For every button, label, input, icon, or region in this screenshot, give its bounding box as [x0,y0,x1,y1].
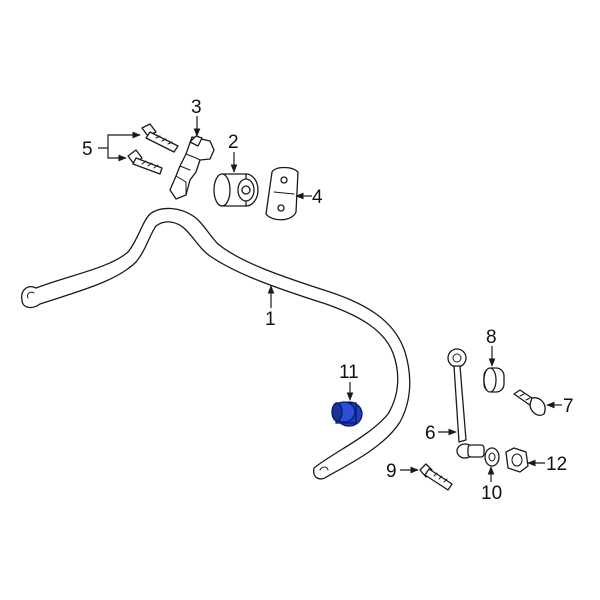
leader-5-upper [98,131,141,149]
bracket-bolt-upper[interactable] [141,123,179,153]
bushing-plate[interactable] [265,166,299,221]
leader-lines [98,116,562,482]
link-washer[interactable] [484,447,500,467]
callout-5[interactable]: 5 [82,139,93,160]
callout-9[interactable]: 9 [386,461,397,482]
stabilizer-bracket[interactable] [169,135,215,200]
callout-6[interactable]: 6 [425,423,436,444]
callout-8[interactable]: 8 [486,327,497,348]
callout-12[interactable]: 12 [546,454,567,475]
link-bolt[interactable] [513,389,546,416]
callout-4[interactable]: 4 [312,187,323,208]
callout-11[interactable]: 11 [339,362,359,383]
callout-2[interactable]: 2 [228,132,239,153]
stabilizer-link[interactable] [447,348,485,459]
bracket-bolt-lower[interactable] [127,149,163,175]
link-bushing[interactable] [483,367,505,393]
callout-labels: 1 2 3 4 5 6 7 8 9 10 11 12 [82,97,574,504]
stabilizer-bushing[interactable] [213,173,259,207]
stabilizer-bar[interactable] [21,207,411,480]
leader-5-lower [107,148,127,162]
callout-3[interactable]: 3 [191,97,202,118]
callout-1[interactable]: 1 [265,309,276,330]
stabilizer-insulator-highlighted[interactable] [331,401,363,427]
callout-10[interactable]: 10 [481,483,502,504]
callout-7[interactable]: 7 [563,396,574,417]
link-nut[interactable] [505,447,529,473]
link-lower-bolt[interactable] [419,463,453,491]
